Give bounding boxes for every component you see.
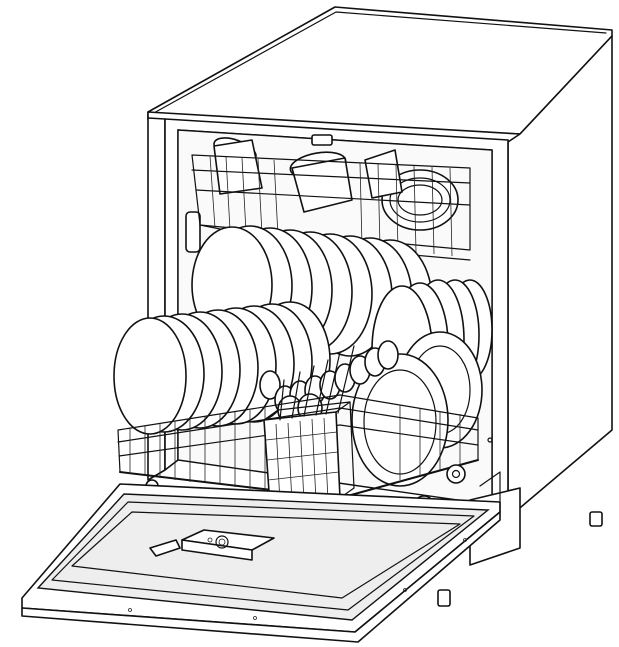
detergent-dispenser: [149, 529, 275, 561]
lower-basket-front-plates: [113, 301, 331, 435]
foot-right: [589, 511, 603, 527]
cutlery-basket: [263, 345, 355, 507]
lower-basket-right-plates: [351, 279, 493, 487]
cabinet-right-side: [507, 35, 613, 519]
door-edge: [21, 511, 501, 643]
upper-basket: [185, 134, 471, 261]
upper-basket-cups: [213, 137, 459, 231]
lower-basket-wheel: [446, 464, 466, 484]
rinse-aid-cap-icon: [215, 535, 229, 549]
upper-basket-handle: [311, 134, 333, 146]
door-inner-liner: [36, 493, 490, 621]
door: [21, 437, 501, 643]
dispenser-lid: [149, 539, 181, 557]
upper-basket-rail-wheel: [185, 211, 201, 253]
foot-front: [437, 589, 451, 607]
